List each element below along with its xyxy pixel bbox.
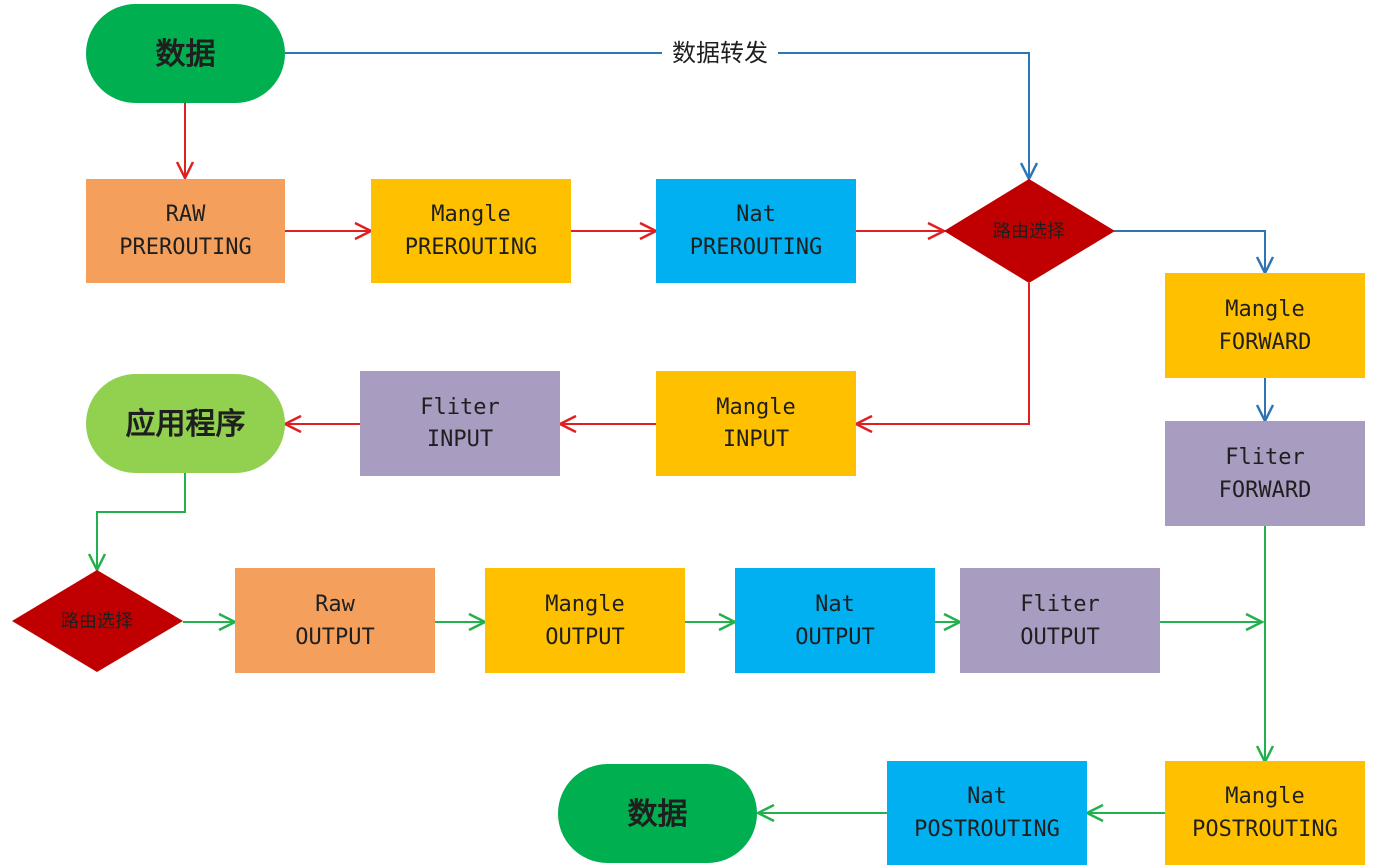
box-filter-input-line2: INPUT [427, 427, 493, 452]
box-nat-postrouting-line1: Nat [967, 784, 1007, 809]
box-mangle-prerouting-line2: PREROUTING [405, 235, 537, 260]
terminal-data-in-label: 数据 [156, 37, 216, 72]
box-filter-output: Fliter OUTPUT [960, 568, 1160, 673]
box-mangle-forward: Mangle FORWARD [1165, 273, 1365, 378]
box-filter-forward-line1: Fliter [1225, 445, 1304, 470]
edge-data-forward-to-route [285, 52, 1029, 179]
box-mangle-postrouting: Mangle POSTROUTING [1165, 761, 1365, 865]
terminal-data-out-label: 数据 [628, 797, 688, 832]
box-nat-prerouting-line2: PREROUTING [690, 235, 822, 260]
box-nat-postrouting: Nat POSTROUTING [887, 761, 1087, 865]
edge-app-to-route-out [97, 473, 186, 570]
box-filter-forward: Fliter FORWARD [1165, 421, 1365, 526]
box-mangle-postrouting-line2: POSTROUTING [1192, 817, 1338, 842]
box-nat-prerouting-line1: Nat [736, 202, 776, 227]
box-nat-output-line2: OUTPUT [795, 625, 874, 650]
decision-route-in-label: 路由选择 [993, 221, 1065, 242]
box-nat-prerouting: Nat PREROUTING [656, 179, 856, 283]
box-filter-forward-line2: FORWARD [1219, 478, 1312, 503]
box-mangle-input-line1: Mangle [716, 395, 795, 420]
box-raw-output-line2: OUTPUT [295, 625, 374, 650]
box-mangle-output-line2: OUTPUT [545, 625, 624, 650]
decision-route-out: 路由选择 [12, 570, 183, 672]
edge-route-to-mangle-input [856, 283, 1030, 424]
box-mangle-input-line2: INPUT [723, 427, 789, 452]
box-mangle-postrouting-line1: Mangle [1225, 784, 1304, 809]
box-filter-input-line1: Fliter [420, 395, 499, 420]
box-mangle-input: Mangle INPUT [656, 371, 856, 476]
terminal-data-in: 数据 [86, 4, 285, 103]
box-mangle-forward-line2: FORWARD [1219, 330, 1312, 355]
box-filter-output-line1: Fliter [1020, 592, 1099, 617]
box-raw-output: Raw OUTPUT [235, 568, 435, 673]
box-nat-postrouting-line2: POSTROUTING [914, 817, 1060, 842]
decision-route-out-label: 路由选择 [61, 611, 133, 632]
box-raw-output-line1: Raw [315, 592, 355, 617]
connectors [97, 52, 1265, 813]
edge-label-forward-text: 数据转发 [672, 39, 768, 67]
box-raw-prerouting: RAW PREROUTING [86, 179, 285, 283]
edge-route-to-mangle-forward [1114, 230, 1265, 273]
box-nat-output: Nat OUTPUT [735, 568, 935, 673]
box-nat-output-line1: Nat [815, 592, 855, 617]
box-mangle-output-line1: Mangle [545, 592, 624, 617]
box-mangle-output: Mangle OUTPUT [485, 568, 685, 673]
box-raw-prerouting-line1: RAW [166, 202, 206, 227]
box-mangle-prerouting-line1: Mangle [431, 202, 510, 227]
terminal-app: 应用程序 [86, 374, 285, 473]
terminal-data-out: 数据 [558, 764, 757, 863]
terminal-app-label: 应用程序 [126, 407, 246, 442]
edge-label-forward: 数据转发 [662, 38, 778, 68]
box-filter-output-line2: OUTPUT [1020, 625, 1099, 650]
box-raw-prerouting-line2: PREROUTING [119, 235, 251, 260]
box-filter-input: Fliter INPUT [360, 371, 560, 476]
box-mangle-prerouting: Mangle PREROUTING [371, 179, 571, 283]
box-mangle-forward-line1: Mangle [1225, 297, 1304, 322]
decision-route-in: 路由选择 [944, 179, 1115, 283]
